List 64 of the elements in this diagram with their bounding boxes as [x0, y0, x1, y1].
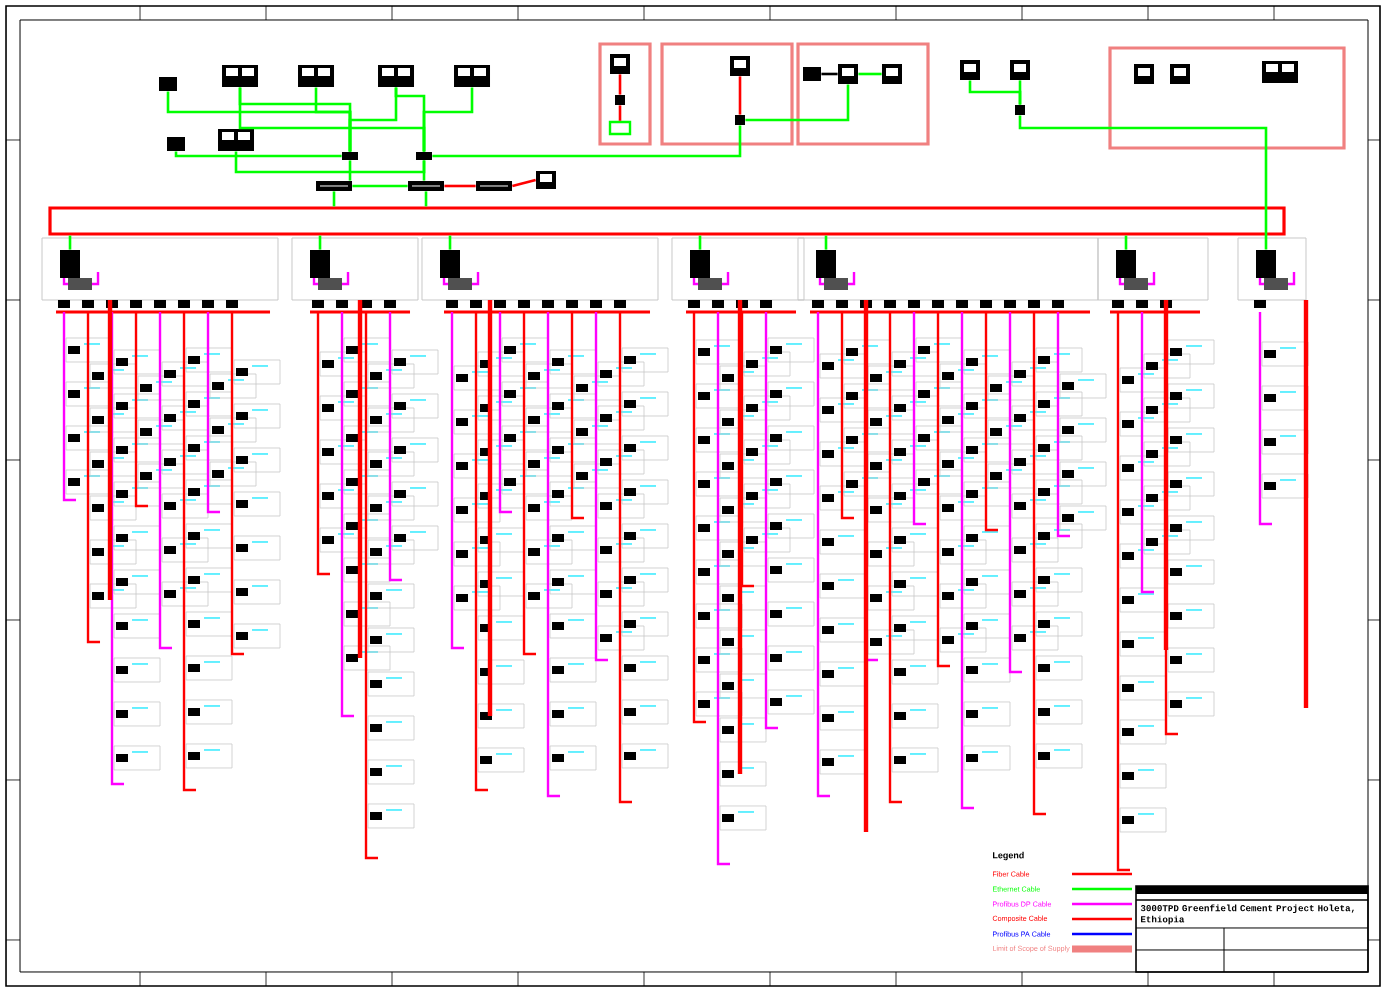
- scope-boundary-box: [598, 42, 652, 146]
- cable-line: [422, 160, 426, 181]
- cable-line: [352, 184, 408, 188]
- computer-icon: [610, 54, 630, 74]
- workstation-icon: [222, 65, 258, 87]
- converter-icon: [735, 115, 745, 125]
- cable-line: [318, 235, 322, 250]
- cable-line: [424, 191, 428, 207]
- cable-line: [858, 72, 882, 76]
- cable-line: [432, 125, 742, 158]
- hub-icon: [476, 181, 512, 191]
- cable-line: [448, 235, 452, 250]
- monitor-icon: [536, 171, 556, 189]
- cable-line: [738, 76, 742, 115]
- cable-line: [444, 184, 476, 188]
- converter-icon: [1015, 105, 1025, 115]
- terminal-icon: [608, 120, 632, 136]
- cabinet-icon: [816, 250, 836, 278]
- cable-line: [512, 178, 536, 188]
- cable-line: [824, 235, 828, 250]
- computer-icon: [960, 60, 980, 80]
- cable-line: [618, 74, 622, 95]
- cabinet-icon: [1256, 250, 1276, 278]
- scope-boundary-box: [796, 42, 930, 146]
- cable-line: [68, 235, 72, 250]
- scope-boundary-box: [660, 42, 794, 146]
- converter-icon: [615, 95, 625, 105]
- workstation-icon: [1262, 61, 1298, 83]
- computer-icon: [730, 56, 750, 76]
- computer-icon: [838, 64, 858, 84]
- computer-icon: [1134, 64, 1154, 84]
- cabinet-icon: [310, 250, 330, 278]
- printer-icon: [159, 77, 177, 91]
- switch-icon: [416, 152, 432, 160]
- cabinet-icon: [60, 250, 80, 278]
- cable-line: [174, 151, 342, 158]
- switch-icon: [342, 152, 358, 160]
- workstation-icon: [218, 129, 254, 151]
- hub-icon: [316, 181, 352, 191]
- cable-line: [1124, 235, 1128, 250]
- cable-line: [234, 151, 426, 174]
- cable-line: [332, 191, 336, 207]
- cable-line: [348, 160, 352, 181]
- scope-boundary-box: [1108, 46, 1346, 150]
- cable-line: [394, 87, 426, 152]
- cabinet-icon: [440, 250, 460, 278]
- printer-icon: [167, 137, 185, 151]
- cable-line: [1018, 115, 1268, 250]
- cable-line: [745, 84, 850, 122]
- workstation-icon: [378, 65, 414, 87]
- fiber-ring: [48, 206, 1286, 236]
- computer-icon: [1010, 60, 1030, 80]
- cable-line: [1018, 80, 1022, 105]
- cable-line: [821, 72, 838, 76]
- cable-line: [618, 105, 622, 121]
- computer-icon: [1170, 64, 1190, 84]
- printer-icon: [803, 67, 821, 81]
- computer-icon: [882, 64, 902, 84]
- cabinet-icon: [1116, 250, 1136, 278]
- cable-line: [698, 235, 702, 250]
- hub-icon: [408, 181, 444, 191]
- workstation-icon: [298, 65, 334, 87]
- cabinet-icon: [690, 250, 710, 278]
- workstation-icon: [454, 65, 490, 87]
